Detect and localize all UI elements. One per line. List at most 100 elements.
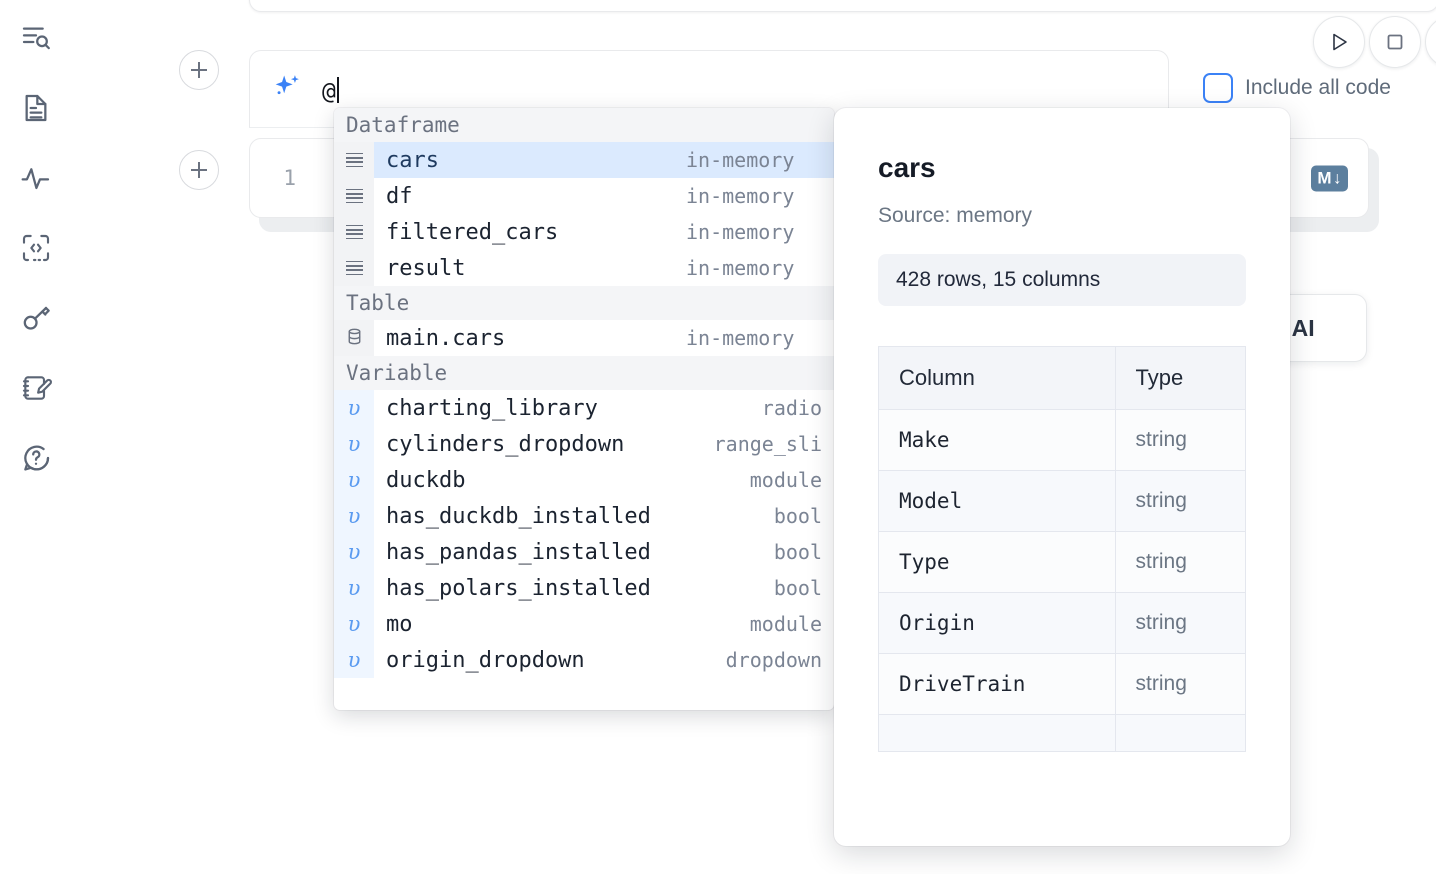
autocomplete-item-name: result bbox=[386, 255, 466, 281]
plus-icon bbox=[191, 162, 207, 178]
add-cell-button-bottom[interactable] bbox=[179, 150, 219, 190]
activity-pulse-icon[interactable] bbox=[14, 156, 58, 200]
ai-prompt-input[interactable]: @ bbox=[322, 73, 339, 105]
autocomplete-item-name: has_polars_installed bbox=[386, 575, 651, 601]
detail-source: Source: memory bbox=[878, 204, 1033, 227]
autocomplete-item[interactable]: υ has_pandas_installed bool bbox=[334, 534, 834, 570]
detail-title: cars bbox=[878, 152, 936, 183]
variable-icon: υ bbox=[347, 540, 361, 564]
autocomplete-item-name: charting_library bbox=[386, 395, 598, 421]
autocomplete-item-name: df bbox=[386, 183, 413, 209]
autocomplete-item-meta: in-memory bbox=[686, 184, 795, 208]
include-all-code-row[interactable]: Include all code bbox=[1203, 73, 1391, 103]
autocomplete-item-icon: υ bbox=[334, 642, 374, 678]
autocomplete-item-meta: in-memory bbox=[686, 220, 795, 244]
run-button[interactable] bbox=[1313, 16, 1365, 68]
autocomplete-item[interactable]: df in-memory bbox=[334, 178, 834, 214]
autocomplete-item-meta: dropdown bbox=[725, 648, 822, 672]
autocomplete-item-meta: bool bbox=[773, 504, 822, 528]
key-icon[interactable] bbox=[14, 296, 58, 340]
schema-column-type-partial bbox=[1114, 714, 1247, 752]
autocomplete-group-header: Variable bbox=[334, 356, 834, 390]
autocomplete-item[interactable]: υ charting_library radio bbox=[334, 390, 834, 426]
schema-table-row-partial bbox=[878, 714, 1247, 752]
autocomplete-item-icon: υ bbox=[334, 570, 374, 606]
schema-column-type: string bbox=[1114, 409, 1247, 471]
autocomplete-item-name: main.cars bbox=[386, 325, 506, 351]
dataframe-icon bbox=[345, 224, 363, 240]
autocomplete-item-meta: module bbox=[749, 612, 822, 636]
file-text-icon[interactable] bbox=[14, 86, 58, 130]
autocomplete-group-header: Table bbox=[334, 286, 834, 320]
add-cell-button-top[interactable] bbox=[179, 50, 219, 90]
autocomplete-item[interactable]: υ has_duckdb_installed bool bbox=[334, 498, 834, 534]
schema-column-name-partial bbox=[878, 714, 1116, 752]
autocomplete-item-icon bbox=[334, 250, 374, 286]
variable-icon: υ bbox=[347, 648, 361, 672]
markdown-letter: M bbox=[1317, 168, 1332, 187]
variable-icon: υ bbox=[347, 612, 361, 636]
search-list-icon[interactable] bbox=[14, 16, 58, 60]
autocomplete-item-name: has_duckdb_installed bbox=[386, 503, 651, 529]
autocomplete-item-name: has_pandas_installed bbox=[386, 539, 651, 565]
autocomplete-item[interactable]: main.cars in-memory bbox=[334, 320, 834, 356]
text-caret bbox=[336, 77, 339, 103]
autocomplete-item-meta: bool bbox=[773, 540, 822, 564]
notebook-pencil-icon[interactable] bbox=[14, 366, 58, 410]
include-all-code-checkbox[interactable] bbox=[1203, 73, 1233, 103]
schema-column-type: string bbox=[1114, 531, 1247, 593]
variable-icon: υ bbox=[347, 468, 361, 492]
sparkle-icon bbox=[270, 72, 304, 106]
autocomplete-item-meta: bool bbox=[773, 576, 822, 600]
autocomplete-item[interactable]: result in-memory bbox=[334, 250, 834, 286]
schema-type-header: Type bbox=[1114, 346, 1247, 410]
autocomplete-item-meta: in-memory bbox=[686, 326, 795, 350]
schema-column-name: DriveTrain bbox=[878, 653, 1116, 715]
schema-column-name: Model bbox=[878, 470, 1116, 532]
schema-column-header: Column bbox=[878, 346, 1116, 410]
ai-prompt-value: @ bbox=[322, 79, 336, 105]
dataframe-icon bbox=[345, 260, 363, 276]
line-number: 1 bbox=[283, 166, 296, 190]
autocomplete-item-icon bbox=[334, 142, 374, 178]
autocomplete-item[interactable]: υ has_polars_installed bool bbox=[334, 570, 834, 606]
autocomplete-group-header: Dataframe bbox=[334, 108, 834, 142]
panel-top-edge bbox=[249, 0, 1436, 12]
code-brackets-icon[interactable] bbox=[14, 226, 58, 270]
variable-icon: υ bbox=[347, 396, 361, 420]
schema-column-type: string bbox=[1114, 653, 1247, 715]
left-icon-rail bbox=[0, 0, 72, 874]
chat-question-icon[interactable] bbox=[14, 436, 58, 480]
autocomplete-item-icon: υ bbox=[334, 426, 374, 462]
schema-column-name: Make bbox=[878, 409, 1116, 471]
autocomplete-item-icon: υ bbox=[334, 534, 374, 570]
schema-column-name: Origin bbox=[878, 592, 1116, 654]
stop-button[interactable] bbox=[1369, 16, 1421, 68]
schema-column-type: string bbox=[1114, 470, 1247, 532]
autocomplete-item-icon bbox=[334, 214, 374, 250]
autocomplete-item-icon: υ bbox=[334, 462, 374, 498]
autocomplete-item-icon: υ bbox=[334, 498, 374, 534]
variable-icon: υ bbox=[347, 504, 361, 528]
autocomplete-item-icon: υ bbox=[334, 390, 374, 426]
dataframe-icon bbox=[345, 188, 363, 204]
database-icon bbox=[345, 327, 364, 350]
variable-icon: υ bbox=[347, 432, 361, 456]
autocomplete-item-meta: in-memory bbox=[686, 256, 795, 280]
markdown-icon[interactable]: M↓ bbox=[1311, 165, 1348, 191]
autocomplete-item-meta: radio bbox=[761, 396, 822, 420]
more-actions-button[interactable] bbox=[1425, 16, 1436, 68]
schema-column-type: string bbox=[1114, 592, 1247, 654]
